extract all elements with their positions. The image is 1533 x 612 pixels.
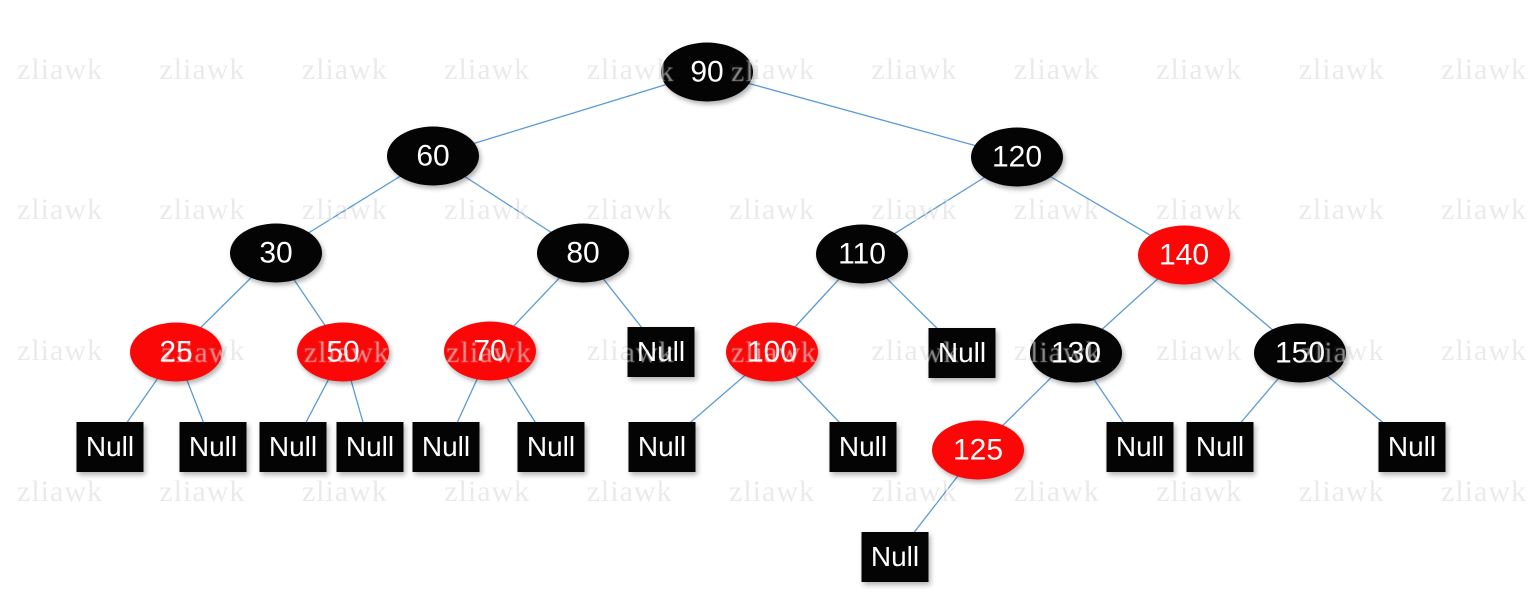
- node-label: 25: [159, 335, 193, 368]
- tree-node-125: 125: [932, 420, 1024, 480]
- node-label: Null: [937, 337, 987, 368]
- null-leaf-node: Null: [928, 328, 996, 378]
- node-label: Null: [1195, 431, 1245, 462]
- node-label: 50: [326, 335, 360, 368]
- node-label: 120: [991, 140, 1043, 173]
- tree-node-70: 70: [444, 321, 536, 381]
- null-leaf-node: Null: [861, 532, 929, 582]
- tree-node-90: 90: [661, 42, 753, 102]
- node-label: 110: [838, 237, 886, 270]
- node-label: Null: [526, 431, 576, 462]
- node-label: 60: [416, 139, 450, 172]
- node-label: 90: [690, 55, 724, 88]
- node-label: 30: [259, 236, 293, 269]
- node-label: Null: [1387, 431, 1437, 462]
- null-leaf-node: Null: [1378, 422, 1446, 472]
- node-label: 80: [566, 236, 600, 269]
- node-label: 70: [473, 334, 507, 367]
- null-leaf-node: Null: [336, 422, 404, 472]
- tree-node-100: 100: [726, 322, 818, 382]
- null-leaf-node: Null: [628, 422, 696, 472]
- node-label: Null: [838, 431, 888, 462]
- tree-node-25: 25: [130, 322, 222, 382]
- edge-90-to-120: [706, 71, 1018, 158]
- node-label: 130: [1050, 336, 1102, 369]
- null-leaf-node: Null: [179, 422, 247, 472]
- node-label: 150: [1274, 336, 1326, 369]
- tree-node-120: 120: [971, 127, 1063, 187]
- node-label: Null: [85, 431, 135, 462]
- node-label: Null: [870, 541, 920, 572]
- node-label: Null: [421, 431, 471, 462]
- null-leaf-node: Null: [1106, 422, 1174, 472]
- null-leaf-node: Null: [76, 422, 144, 472]
- node-label: 140: [1158, 238, 1210, 271]
- null-leaf-node: Null: [627, 327, 695, 377]
- tree-node-150: 150: [1254, 323, 1346, 383]
- null-leaf-node: Null: [412, 422, 480, 472]
- node-label: 125: [952, 433, 1004, 466]
- edge-90-to-60: [432, 71, 708, 157]
- node-label: Null: [637, 431, 687, 462]
- tree-node-140: 140: [1138, 225, 1230, 285]
- tree-node-60: 60: [387, 126, 479, 186]
- tree-node-30: 30: [230, 223, 322, 283]
- node-label: 100: [746, 335, 798, 368]
- tree-node-80: 80: [537, 223, 629, 283]
- null-leaf-node: Null: [517, 422, 585, 472]
- null-leaf-node: Null: [1186, 422, 1254, 472]
- node-label: Null: [345, 431, 395, 462]
- node-label: Null: [268, 431, 318, 462]
- tree-node-50: 50: [297, 322, 389, 382]
- node-label: Null: [1115, 431, 1165, 462]
- null-leaf-node: Null: [829, 422, 897, 472]
- tree-node-110: 110: [816, 224, 908, 284]
- node-label: Null: [636, 336, 686, 367]
- null-leaf-node: Null: [259, 422, 327, 472]
- node-label: Null: [188, 431, 238, 462]
- tree-node-130: 130: [1030, 323, 1122, 383]
